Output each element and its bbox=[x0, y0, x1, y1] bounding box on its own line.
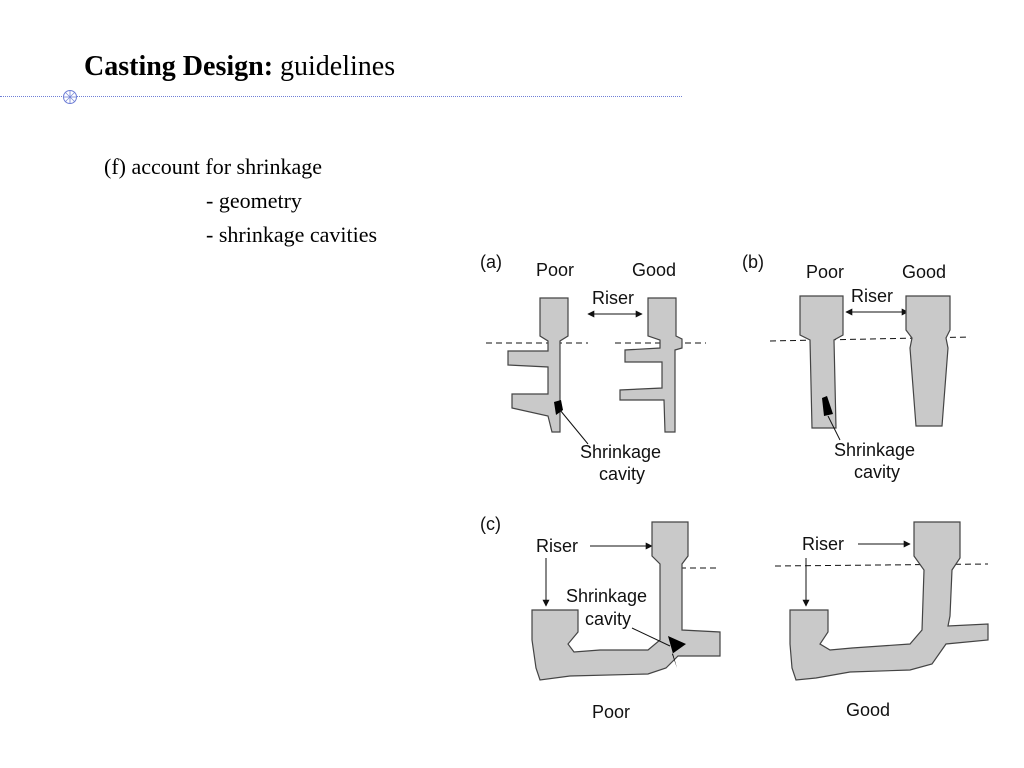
panel-b-cavity-text-1: Shrinkage bbox=[834, 440, 915, 460]
panel-c-cavity-text-1: Shrinkage bbox=[566, 586, 647, 606]
panel-c-cavity-text-2: cavity bbox=[585, 609, 631, 629]
panel-b-riser-label: Riser bbox=[851, 286, 893, 306]
panel-c-cavity-mark bbox=[668, 636, 686, 668]
sub-point-geometry: - geometry bbox=[206, 188, 302, 213]
panel-b-parting-line bbox=[769, 336, 971, 342]
sub-point-cavities: - shrinkage cavities bbox=[206, 222, 378, 247]
title-bold: Casting Design: bbox=[84, 51, 274, 82]
panel-a-riser-label: Riser bbox=[592, 288, 634, 308]
panel-c: (c) Riser Shrinkage cavity Poor Riser Go… bbox=[480, 514, 989, 722]
panel-a-cavity-text-2: cavity bbox=[599, 464, 645, 484]
title-rest: guidelines bbox=[280, 51, 396, 82]
panel-a-cavity-text-1: Shrinkage bbox=[580, 442, 661, 462]
bullet-point: (f) account for shrinkage bbox=[104, 154, 323, 179]
bullet-ornament-icon bbox=[63, 90, 77, 104]
panel-b-poor-casting bbox=[799, 295, 844, 429]
panel-c-good-casting bbox=[789, 521, 989, 681]
panel-b-poor-label: Poor bbox=[806, 262, 844, 282]
panel-b-good-label: Good bbox=[902, 262, 946, 282]
panel-c-good-label: Good bbox=[846, 700, 890, 720]
shrinkage-figure: (a) Poor Good Riser Shrinkage cavity (b)… bbox=[470, 240, 990, 730]
panel-a-good-label: Good bbox=[632, 260, 676, 280]
panel-c-label: (c) bbox=[480, 514, 501, 534]
bullet-list: (f) account for shrinkage - geometry - s… bbox=[104, 150, 377, 252]
panel-c-cavity-leader bbox=[631, 627, 671, 647]
figure-drawing: (a) Poor Good Riser Shrinkage cavity (b)… bbox=[480, 252, 989, 722]
panel-a-poor-label: Poor bbox=[536, 260, 574, 280]
panel-a-good-casting bbox=[619, 297, 683, 433]
panel-b-good-casting bbox=[905, 295, 951, 427]
panel-b-cavity-mark bbox=[822, 396, 833, 416]
panel-c-riser-label-right: Riser bbox=[802, 534, 844, 554]
panel-c-parting-line-good bbox=[774, 563, 989, 567]
panel-b-cavity-text-2: cavity bbox=[854, 462, 900, 482]
panel-b-cavity-leader bbox=[827, 415, 841, 441]
panel-a-poor-casting bbox=[507, 297, 569, 433]
panel-a: (a) Poor Good Riser Shrinkage cavity bbox=[480, 252, 706, 484]
panel-c-riser-label-left: Riser bbox=[536, 536, 578, 556]
title-divider bbox=[0, 96, 682, 97]
panel-c-poor-label: Poor bbox=[592, 702, 630, 722]
panel-b-label: (b) bbox=[742, 252, 764, 272]
panel-a-label: (a) bbox=[480, 252, 502, 272]
panel-a-cavity-leader bbox=[559, 409, 589, 445]
panel-b: (b) Poor Good Riser Shrinkage cavity bbox=[742, 252, 971, 482]
page-title: Casting Design: guidelines bbox=[84, 50, 395, 84]
